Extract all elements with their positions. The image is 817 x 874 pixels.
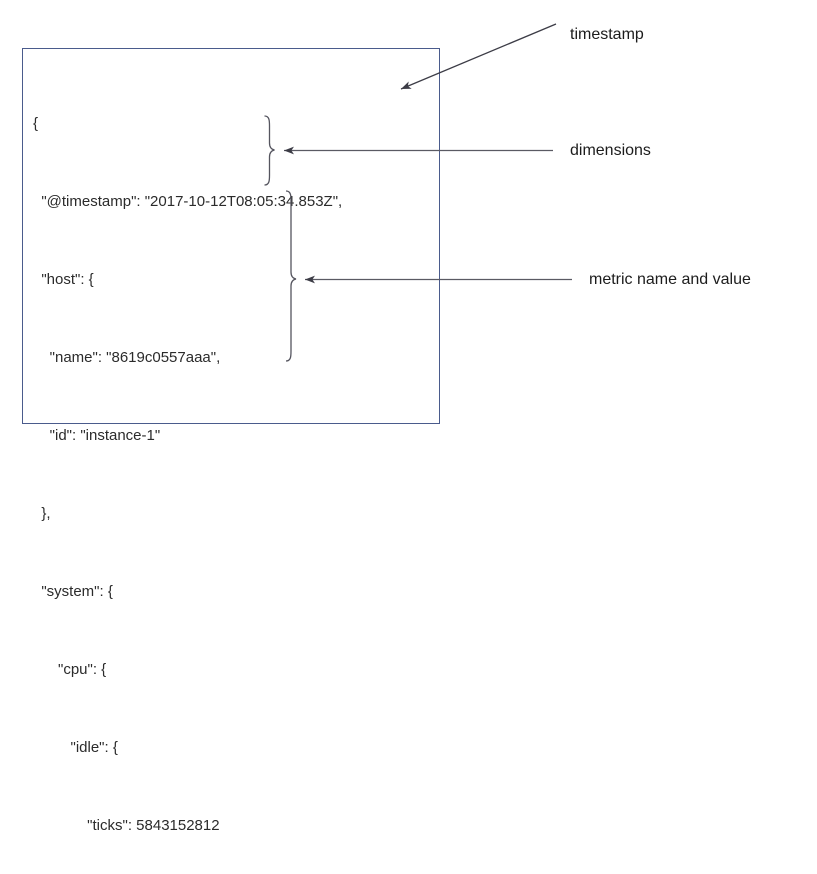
json-line-idle-open: "idle": { — [33, 739, 118, 756]
json-line-host-id: "id": "instance-1" — [33, 427, 161, 444]
json-line-cpu-open: "cpu": { — [33, 661, 107, 678]
json-line-host-close: }, — [33, 505, 51, 522]
json-line-host-open: "host": { — [33, 271, 94, 288]
json-code-block: { "@timestamp": "2017-10-12T08:05:34.853… — [33, 59, 435, 874]
json-line-system-open: "system": { — [33, 583, 113, 600]
json-line: { — [33, 115, 39, 132]
json-line-timestamp: "@timestamp": "2017-10-12T08:05:34.853Z"… — [33, 193, 343, 210]
callout-label-metric: metric name and value — [589, 271, 751, 288]
json-line-host-name: "name": "8619c0557aaa", — [33, 349, 221, 366]
json-document-panel: { "@timestamp": "2017-10-12T08:05:34.853… — [22, 48, 440, 834]
callout-label-timestamp: timestamp — [570, 26, 644, 43]
callout-label-dimensions: dimensions — [570, 142, 651, 159]
json-line-ticks: "ticks": 5843152812 — [33, 817, 220, 834]
